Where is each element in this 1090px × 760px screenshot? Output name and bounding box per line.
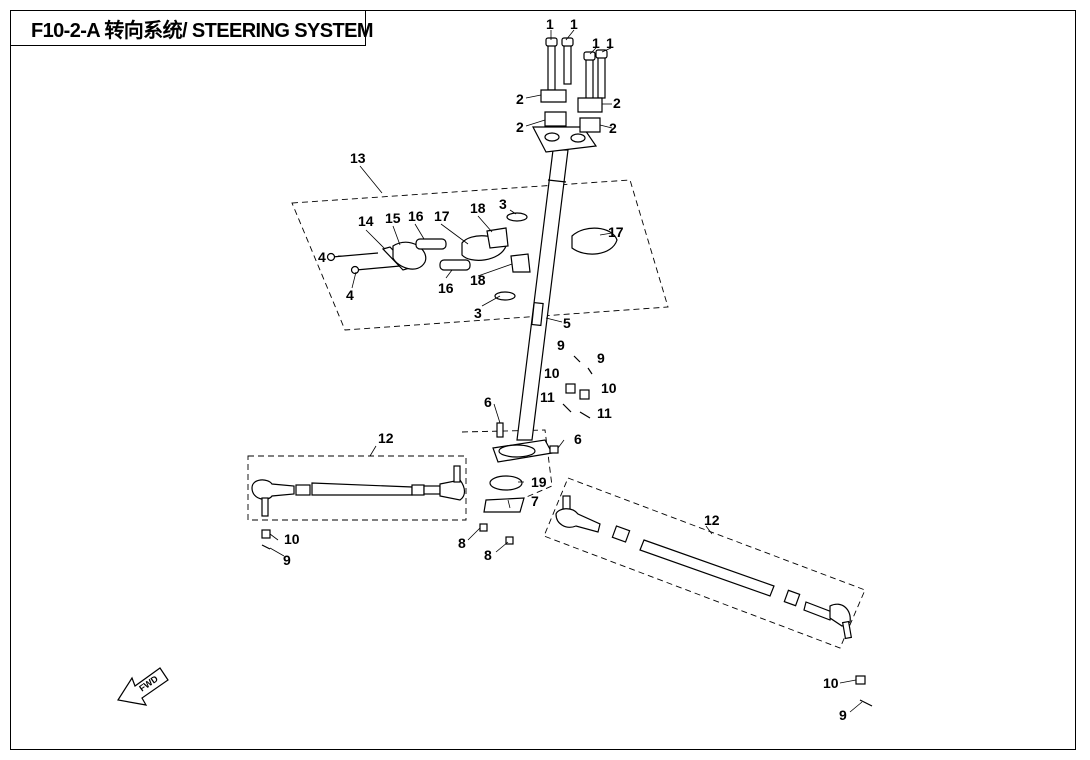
callout-9: 9 — [597, 350, 605, 366]
callout-2: 2 — [613, 95, 621, 111]
title-box: F10-2-A 转向系统/ STEERING SYSTEM — [10, 10, 374, 46]
callout-9: 9 — [557, 337, 565, 353]
callout-16: 16 — [438, 280, 454, 296]
callout-14: 14 — [358, 213, 374, 229]
callout-3: 3 — [499, 196, 507, 212]
callout-18: 18 — [470, 200, 486, 216]
callout-3: 3 — [474, 305, 482, 321]
callout-2: 2 — [516, 91, 524, 107]
handlebar-clamps — [540, 89, 603, 133]
clamp-assembly-parts — [326, 212, 618, 301]
callout-9: 9 — [283, 552, 291, 568]
callout-6: 6 — [484, 394, 492, 410]
callout-4: 4 — [318, 249, 326, 265]
lower-bearing-parts — [479, 422, 559, 545]
left-tie-rod — [251, 465, 466, 550]
callout-11: 11 — [540, 389, 555, 405]
callout-labels: 1 1 1 1 2 2 2 2 13 14 15 16 16 17 17 18 … — [283, 16, 847, 723]
callout-17: 17 — [434, 208, 450, 224]
callout-8: 8 — [484, 547, 492, 563]
callout-9: 9 — [839, 707, 847, 723]
callout-18: 18 — [470, 272, 486, 288]
callout-10: 10 — [284, 531, 300, 547]
callout-19: 19 — [531, 474, 547, 490]
top-mounting-plate — [532, 126, 598, 153]
callout-15: 15 — [385, 210, 401, 226]
callout-17: 17 — [608, 224, 624, 240]
fwd-arrow-icon: FWD — [117, 667, 169, 706]
callout-10: 10 — [601, 380, 617, 396]
callout-8: 8 — [458, 535, 466, 551]
column-fasteners — [562, 355, 593, 419]
callout-1: 1 — [546, 16, 554, 32]
callout-10: 10 — [544, 365, 560, 381]
callout-10: 10 — [823, 675, 839, 691]
diagram-title: F10-2-A 转向系统/ STEERING SYSTEM — [31, 19, 374, 42]
callout-2: 2 — [609, 120, 617, 136]
callout-1: 1 — [570, 16, 578, 32]
callout-4: 4 — [346, 287, 354, 303]
callout-13: 13 — [350, 150, 366, 166]
callout-7: 7 — [531, 493, 539, 509]
handlebar-clamp-group-box — [291, 179, 669, 331]
right-tie-rod-group-box — [543, 477, 866, 649]
callout-1: 1 — [606, 35, 614, 51]
callout-5: 5 — [563, 315, 571, 331]
leader-lines — [269, 29, 863, 713]
callout-11: 11 — [597, 405, 612, 421]
left-tie-rod-group-box — [247, 455, 467, 521]
callout-16: 16 — [408, 208, 424, 224]
callout-12: 12 — [378, 430, 394, 446]
callout-6: 6 — [574, 431, 582, 447]
callout-12: 12 — [704, 512, 720, 528]
callout-2: 2 — [516, 119, 524, 135]
diagram-frame — [10, 10, 1076, 750]
right-tie-rod — [555, 495, 873, 707]
callout-1: 1 — [592, 35, 600, 51]
